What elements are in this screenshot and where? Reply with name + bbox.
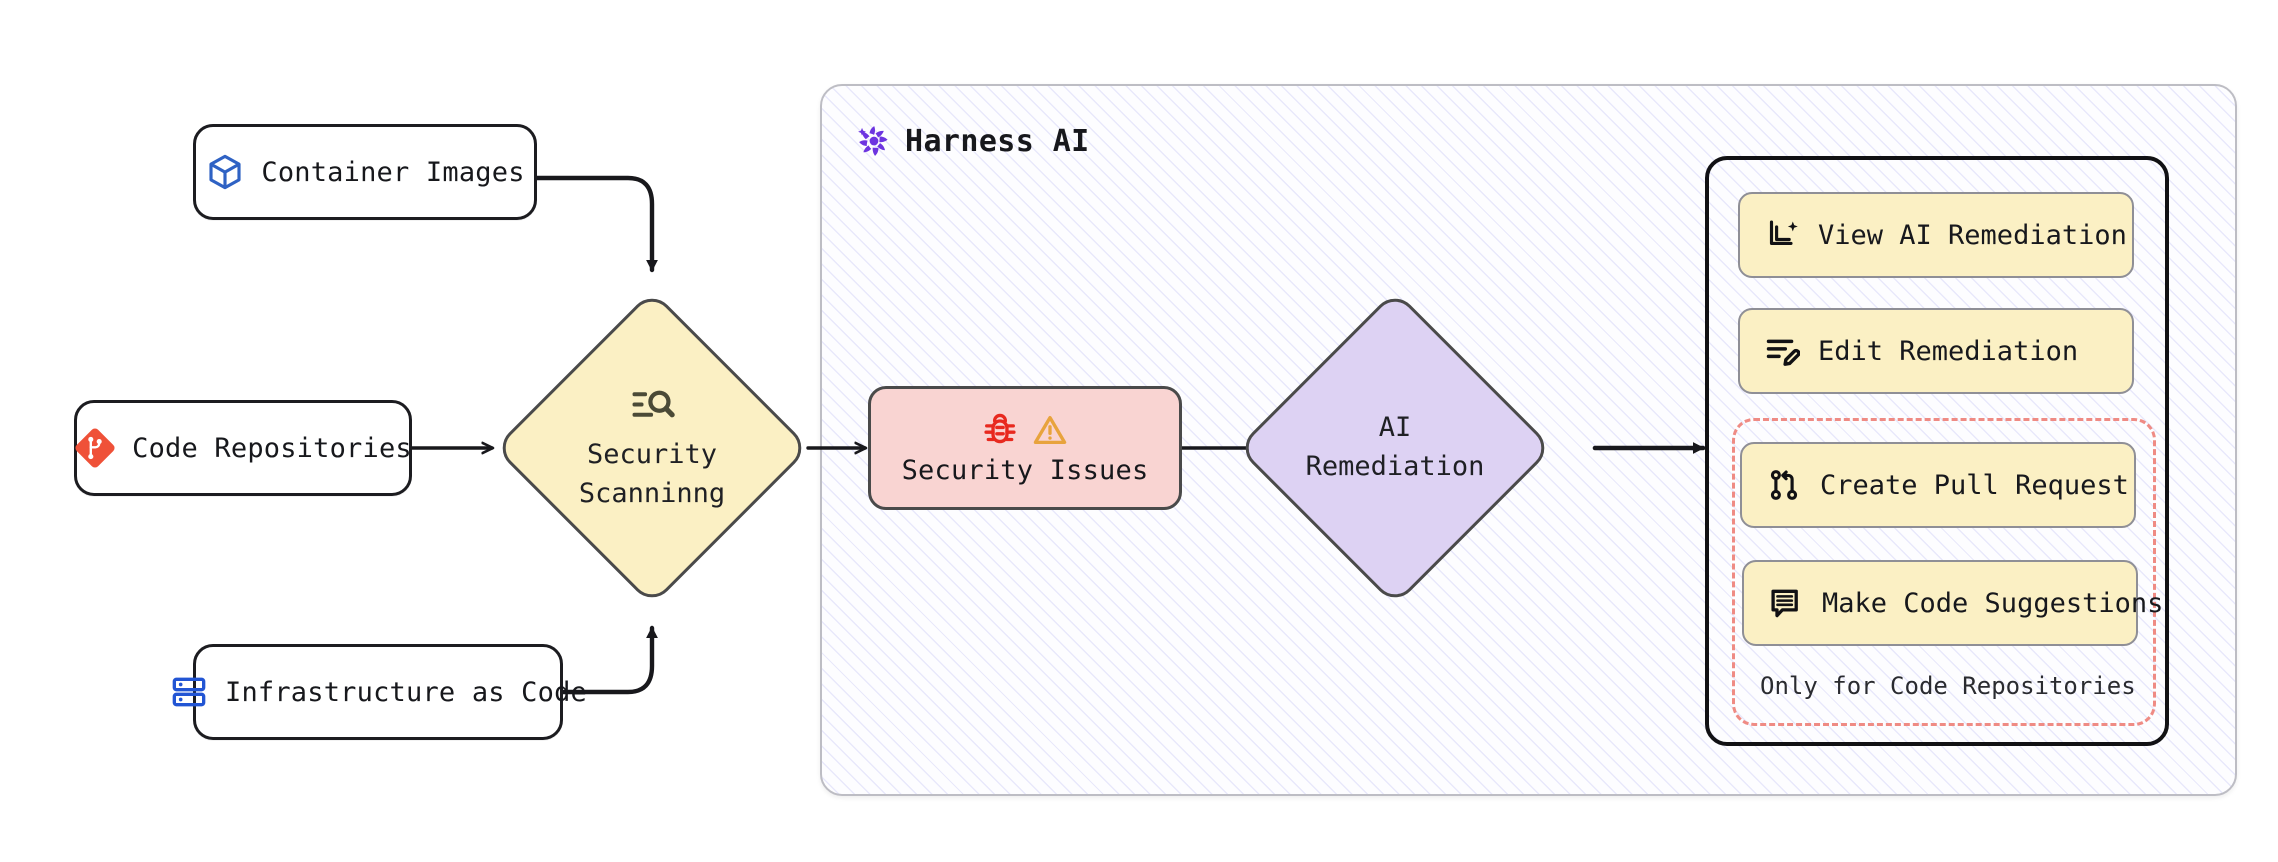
code-repositories-only-group: [1732, 418, 2156, 726]
source-label-infrastructure-as-code: Infrastructure as Code: [224, 676, 588, 708]
bug-icon: [981, 411, 1019, 449]
action-button-edit-remediation[interactable]: Edit Remediation: [1738, 308, 2134, 394]
server-rack-icon: [169, 672, 209, 712]
source-node-container-images[interactable]: Container Images: [193, 124, 537, 220]
git-fork-diamond-icon: [74, 427, 116, 469]
harness-ai-title-label: Harness AI: [905, 123, 1090, 159]
action-label-edit-remediation: Edit Remediation: [1818, 335, 2079, 367]
action-button-view-ai-remediation[interactable]: View AI Remediation: [1738, 192, 2134, 278]
security-scanning-label-line2: Scanninng: [578, 478, 726, 509]
source-node-code-repositories[interactable]: Code Repositories: [74, 400, 412, 496]
ai-remediation-node[interactable]: AI Remediation: [1236, 289, 1554, 607]
security-issues-icons: [981, 411, 1069, 449]
action-label-view-ai-remediation: View AI Remediation: [1818, 219, 2127, 251]
edit-lines-pencil-icon: [1764, 333, 1800, 369]
source-node-infrastructure-as-code[interactable]: Infrastructure as Code: [172, 644, 587, 740]
source-label-container-images: Container Images: [261, 156, 525, 188]
action-button-make-code-suggestions[interactable]: Make Code Suggestions: [1742, 560, 2163, 646]
security-issues-node[interactable]: Security Issues: [868, 386, 1182, 510]
source-label-code-repositories: Code Repositories: [132, 432, 412, 464]
action-label-make-code-suggestions: Make Code Suggestions: [1822, 587, 2164, 619]
ai-document-sparkle-icon: [1764, 217, 1800, 253]
action-button-create-pull-request[interactable]: Create Pull Request: [1740, 442, 2136, 528]
pull-request-icon: [1766, 467, 1802, 503]
action-label-create-pull-request: Create Pull Request: [1820, 469, 2129, 501]
harness-ai-title: Harness AI: [855, 122, 1090, 160]
ai-remediation-label-line2: Remediation: [1305, 451, 1485, 482]
cube-icon: [205, 152, 245, 192]
code-repositories-only-note: Only for Code Repositories: [1760, 672, 2136, 700]
warning-triangle-icon: [1031, 411, 1069, 449]
comment-lines-icon: [1768, 585, 1804, 621]
harness-ai-pinwheel-icon: [855, 122, 893, 160]
scan-search-icon: [629, 384, 675, 428]
security-scanning-label-line1: Security: [586, 439, 718, 471]
ai-remediation-label-line1: AI: [1378, 412, 1412, 444]
security-scanning-node[interactable]: Security Scanninng: [493, 289, 811, 607]
security-issues-label: Security Issues: [901, 454, 1149, 486]
remediation-actions-panel: [1705, 156, 2169, 746]
